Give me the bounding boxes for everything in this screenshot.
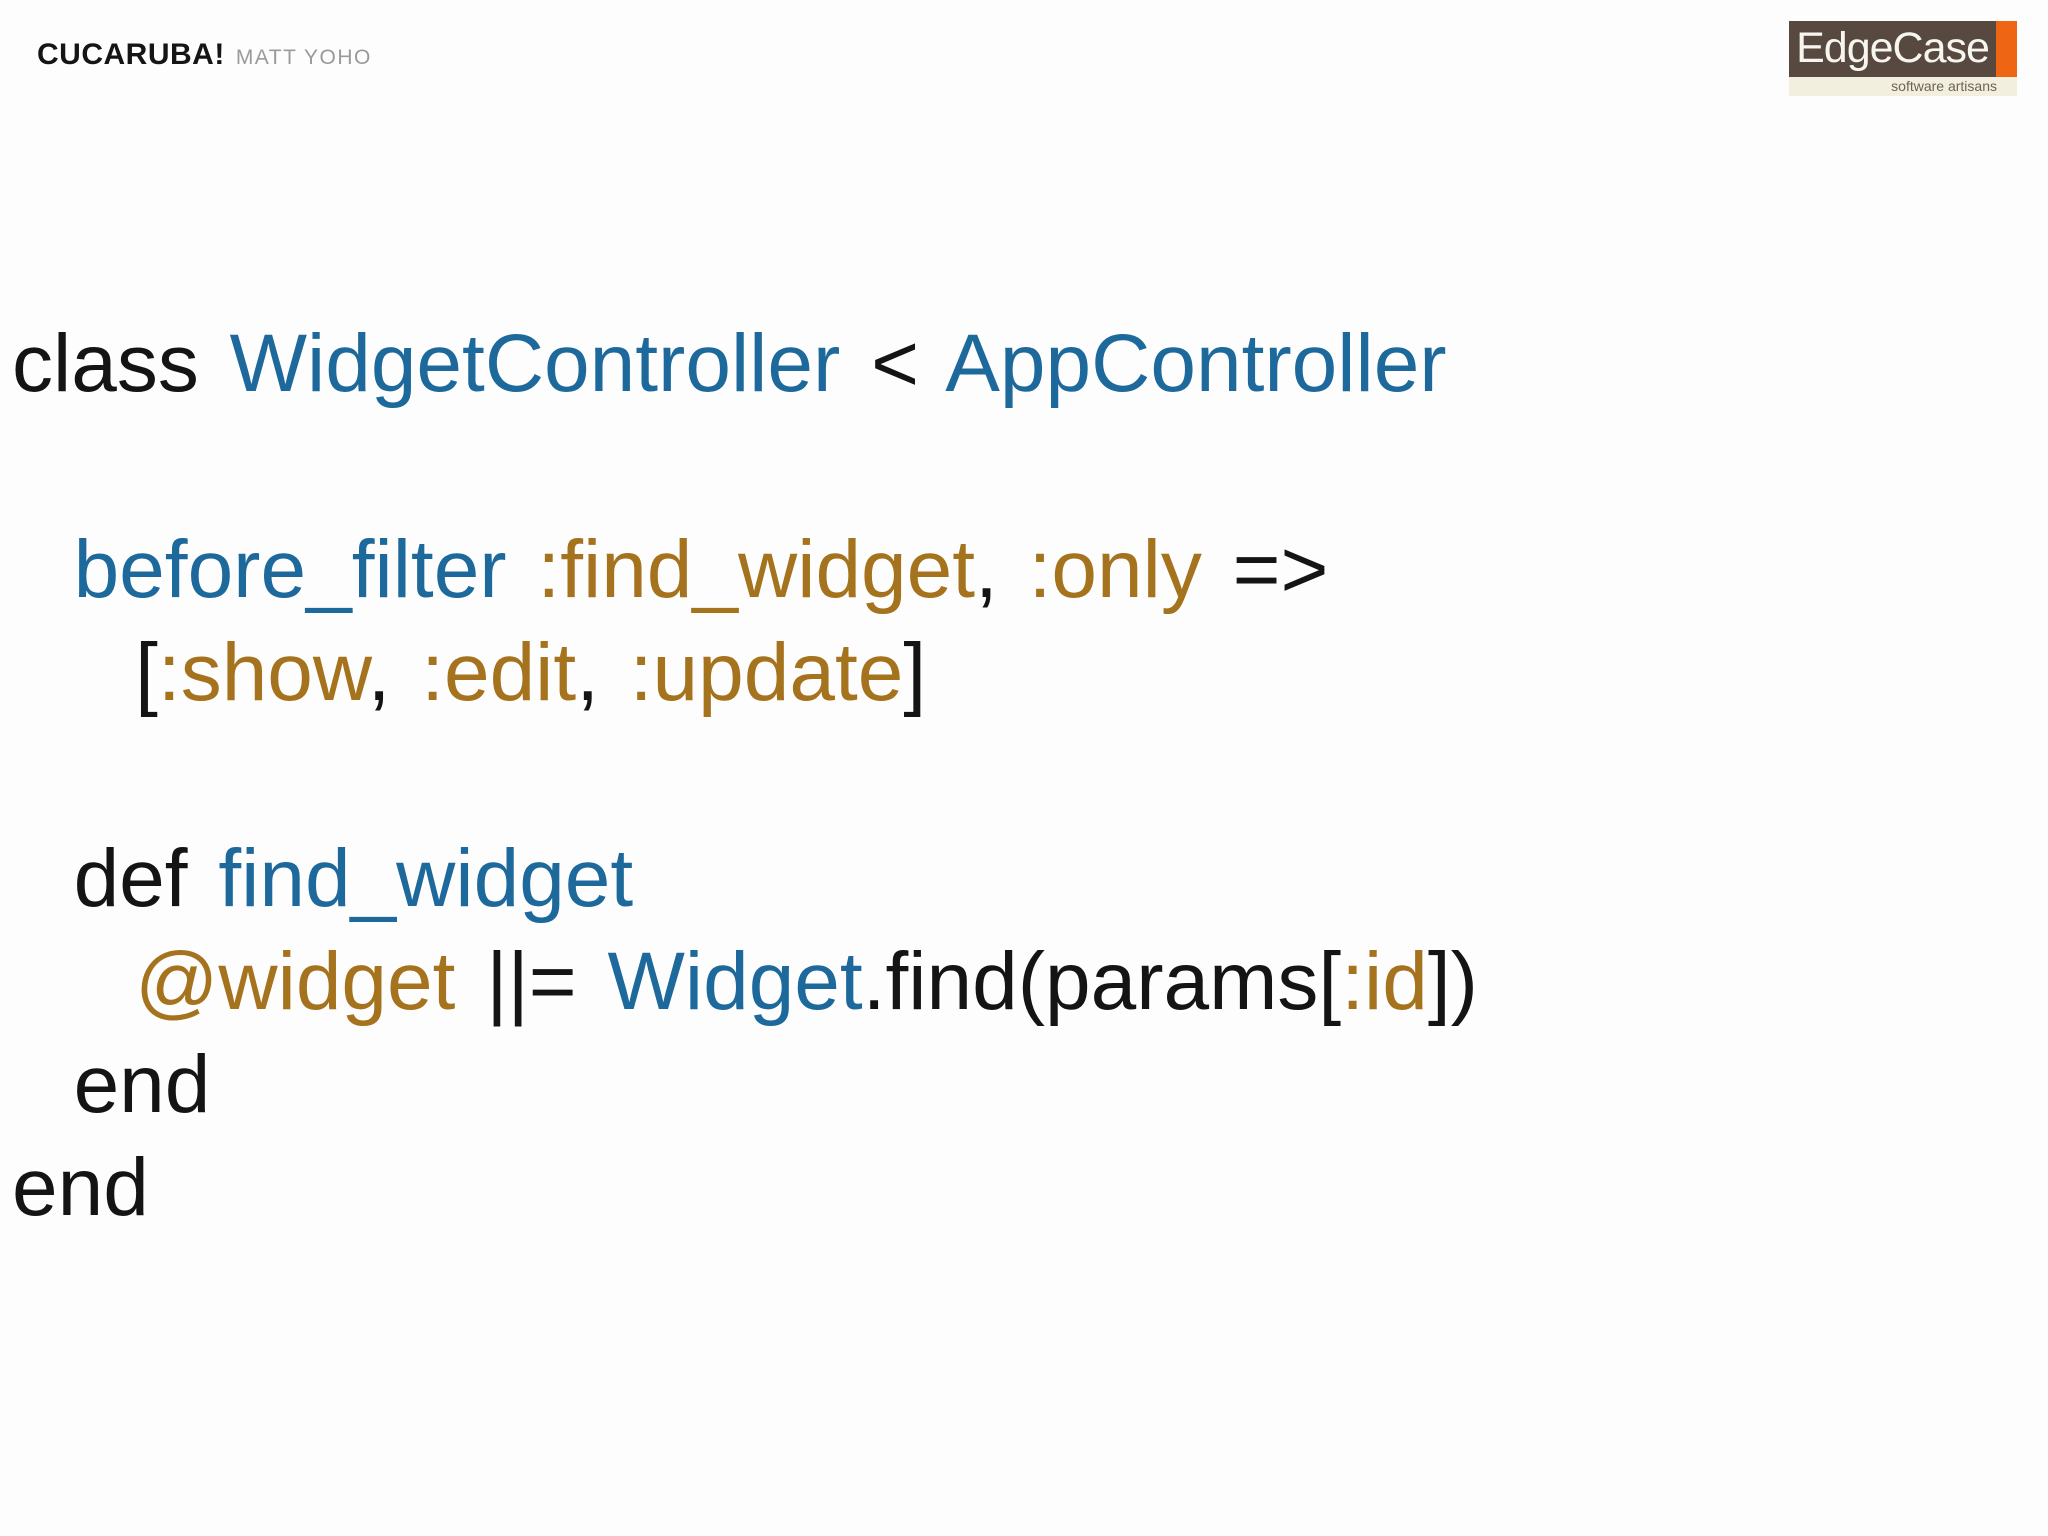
- presentation-title: CUCARUBA!: [37, 38, 225, 71]
- presentation-author: MATT YOHO: [235, 46, 372, 69]
- code-block: class WidgetController < AppController b…: [12, 312, 1478, 1239]
- code-line: end: [12, 1033, 1478, 1136]
- code-token: [12, 936, 135, 1027]
- code-token: ,: [367, 627, 422, 718]
- code-token: .find(params[: [862, 936, 1342, 1027]
- code-line: end: [12, 1136, 1478, 1239]
- edgecase-logo-top: EdgeCase: [1789, 21, 2017, 77]
- code-token: AppController: [945, 318, 1447, 409]
- code-token: end: [12, 1039, 211, 1130]
- code-line: class WidgetController < AppController: [12, 312, 1478, 415]
- code-token: :update: [629, 627, 904, 718]
- code-token: [12, 524, 74, 615]
- code-token: :edit: [421, 627, 577, 718]
- edgecase-wordmark: EdgeCase: [1789, 21, 1996, 77]
- code-token: find_widget: [218, 833, 634, 924]
- code-line: before_filter :find_widget, :only =>: [12, 518, 1478, 621]
- header-brand: CUCARUBA! MATT YOHO: [37, 38, 372, 72]
- code-token: end: [12, 1142, 149, 1233]
- code-token: Widget: [607, 936, 863, 1027]
- code-line: [:show, :edit, :update]: [12, 621, 1478, 724]
- edgecase-accent-bar: [1996, 21, 2017, 77]
- code-token: ||=: [455, 936, 608, 1027]
- code-token: [: [12, 627, 158, 718]
- edgecase-logo: EdgeCase software artisans: [1789, 21, 2017, 96]
- code-line: [12, 415, 1478, 518]
- code-token: def: [12, 833, 219, 924]
- code-token: <: [840, 318, 946, 409]
- code-line: @widget ||= Widget.find(params[:id]): [12, 930, 1478, 1033]
- code-token: :only: [1028, 524, 1202, 615]
- code-token: [507, 524, 538, 615]
- code-token: =>: [1201, 524, 1329, 615]
- code-token: :find_widget: [537, 524, 976, 615]
- code-line: def find_widget: [12, 827, 1478, 930]
- code-token: :id: [1341, 936, 1428, 1027]
- code-token: class: [12, 318, 230, 409]
- code-token: ]): [1427, 936, 1478, 1027]
- code-token: before_filter: [73, 524, 507, 615]
- code-token: :show: [157, 627, 368, 718]
- code-token: ,: [975, 524, 1029, 615]
- code-line: [12, 724, 1478, 827]
- edgecase-tagline: software artisans: [1789, 77, 2017, 96]
- code-token: ,: [576, 627, 630, 718]
- code-token: ]: [903, 627, 927, 718]
- code-token: WidgetController: [229, 318, 841, 409]
- code-token: @widget: [135, 936, 456, 1027]
